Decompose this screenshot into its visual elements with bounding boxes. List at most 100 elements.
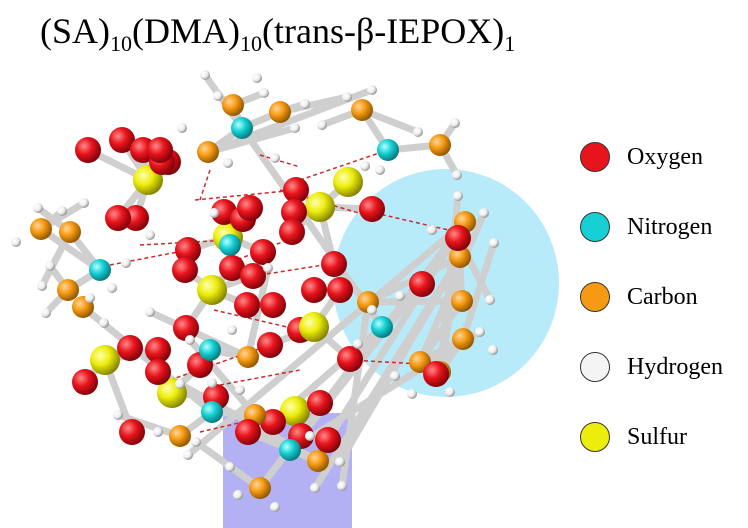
title-part-1: (SA) <box>40 11 110 51</box>
oxygen-atom <box>283 177 309 203</box>
hydrogen-atom <box>263 263 273 273</box>
hydrogen-atom <box>107 283 117 293</box>
hydrogen-bond <box>199 169 211 201</box>
oxygen-atom <box>409 271 435 297</box>
carbon-atom <box>351 99 373 121</box>
carbon-atom <box>249 477 271 499</box>
carbon-atom <box>449 246 471 268</box>
oxygen-atom <box>105 205 131 231</box>
hydrogen-atom <box>479 208 489 218</box>
carbon-swatch <box>580 282 610 312</box>
bond <box>244 264 272 361</box>
hydrogen-atom <box>37 281 47 291</box>
hydrogen-atom <box>145 307 155 317</box>
carbon-atom <box>269 101 291 123</box>
legend-item-nitrogen: Nitrogen <box>580 212 748 282</box>
hydrogen-atom <box>407 389 417 399</box>
hydrogen-atom <box>453 191 463 201</box>
hydrogen-bond <box>259 263 331 276</box>
hydrogen-atom <box>475 327 485 337</box>
hydrogen-atom <box>427 225 437 235</box>
hydrogen-atom <box>191 437 201 447</box>
oxygen-atom <box>109 127 135 153</box>
carbon-atom <box>59 221 81 243</box>
hydrogen-atom <box>337 481 347 491</box>
hydrogen-atom <box>79 198 89 208</box>
hydrogen-atom <box>342 92 352 102</box>
oxygen-atom <box>219 255 245 281</box>
nitrogen-atom <box>231 117 253 139</box>
figure-title: (SA)10(DMA)10(trans-β-IEPOX)1 <box>40 10 515 55</box>
hydrogen-atom <box>121 258 131 268</box>
title-part-2: (DMA) <box>132 11 240 51</box>
legend-label-nitrogen: Nitrogen <box>627 214 713 240</box>
oxygen-atom <box>119 419 145 445</box>
hydrogen-atom <box>235 385 245 395</box>
oxygen-atom <box>315 427 341 453</box>
hydrogen-atom <box>113 410 123 420</box>
hydrogen-atom <box>207 378 217 388</box>
hydrogen-atom <box>85 293 95 303</box>
carbon-atom <box>452 328 474 350</box>
hydrogen-atom <box>305 431 315 441</box>
bond <box>311 253 464 492</box>
hydrogen-atom <box>445 387 455 397</box>
hydrogen-atom <box>223 158 233 168</box>
hydrogen-atom <box>290 123 300 133</box>
legend-item-carbon: Carbon <box>580 282 748 352</box>
hydrogen-atom <box>375 165 385 175</box>
hydrogen-atom <box>452 170 462 180</box>
hydrogen-bond <box>349 359 421 365</box>
hydrogen-atom <box>209 208 219 218</box>
hydrogen-atom <box>200 70 210 80</box>
legend: Oxygen Nitrogen Carbon Hydrogen Sulfur <box>580 142 748 492</box>
hydrogen-bond <box>169 344 271 381</box>
oxygen-atom <box>72 369 98 395</box>
hydrogen-atom <box>450 118 460 128</box>
bond <box>184 218 469 459</box>
carbon-atom <box>429 134 451 156</box>
hydrogen-atom <box>367 305 377 315</box>
hydrogen-atom <box>227 325 237 335</box>
sulfur-atom <box>333 167 363 197</box>
hydrogen-atom <box>335 457 345 467</box>
hydrogen-atom <box>45 261 55 271</box>
oxygen-atom <box>359 196 385 222</box>
oxygen-atom <box>250 239 276 265</box>
hydrogen-atom <box>185 335 195 345</box>
sulfur-atom <box>299 312 329 342</box>
carbon-atom <box>237 346 259 368</box>
carbon-atom <box>57 279 79 301</box>
oxygen-atom <box>145 359 171 385</box>
hydrogen-atom <box>252 73 262 83</box>
carbon-atom <box>197 141 219 163</box>
oxygen-atom <box>172 257 198 283</box>
hydrogen-atom <box>413 127 423 137</box>
carbon-atom <box>307 450 329 472</box>
bond <box>338 298 372 490</box>
hydrogen-atom <box>300 99 310 109</box>
bond <box>146 308 252 361</box>
sulfur-atom <box>197 275 227 305</box>
legend-label-carbon: Carbon <box>627 284 698 310</box>
hydrogen-atom <box>153 427 163 437</box>
sulfur-atom <box>90 345 120 375</box>
oxygen-atom <box>337 346 363 372</box>
bond <box>459 239 498 343</box>
hydrogen-atom <box>270 502 280 512</box>
hydrogen-atom <box>225 462 235 472</box>
sulfur-atom <box>280 396 310 426</box>
hydrogen-atom <box>177 123 187 133</box>
oxygen-atom <box>257 332 283 358</box>
nitrogen-atom <box>219 234 241 256</box>
hydrogen-bond <box>299 149 389 181</box>
oxygen-atom <box>423 361 449 387</box>
hydrogen-atom <box>390 371 400 381</box>
oxygen-atom <box>327 277 353 303</box>
oxygen-atom <box>175 237 201 263</box>
hydrogen-atom <box>33 203 43 213</box>
hydrogen-atom <box>145 230 155 240</box>
hydrogen-atom <box>11 237 21 247</box>
oxygen-atom <box>321 251 347 277</box>
